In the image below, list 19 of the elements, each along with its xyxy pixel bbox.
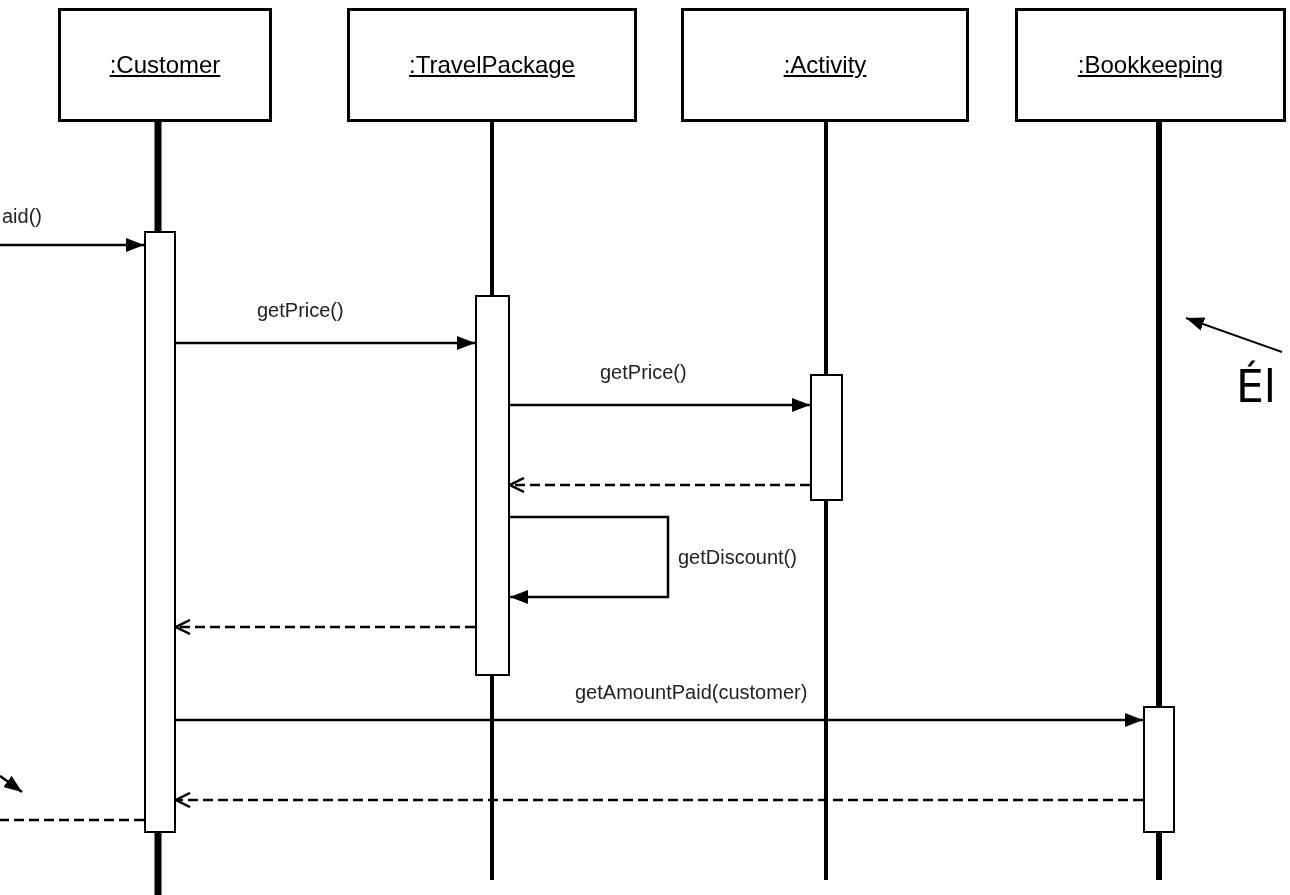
participant-box	[58, 8, 272, 122]
message-arrow	[176, 713, 1143, 727]
message-arrow	[510, 515, 670, 604]
message-arrow	[176, 336, 475, 350]
message-arrow	[0, 238, 144, 252]
activation-bar	[810, 374, 843, 501]
activation-bar	[144, 231, 176, 833]
participant-box	[681, 8, 969, 122]
participant-name: :Activity	[783, 51, 867, 79]
annotation-text: Él	[1222, 352, 1290, 412]
participant-box	[1015, 8, 1286, 122]
activation-bar	[475, 295, 510, 676]
participant-name: :Customer	[109, 51, 221, 79]
participant-name: :Bookkeeping	[1077, 51, 1224, 79]
message-arrow	[510, 398, 810, 412]
participant-box	[347, 8, 637, 122]
leader-line	[1185, 317, 1283, 353]
activation-bar	[1143, 706, 1175, 833]
participant-name: :TravelPackage	[409, 51, 575, 79]
